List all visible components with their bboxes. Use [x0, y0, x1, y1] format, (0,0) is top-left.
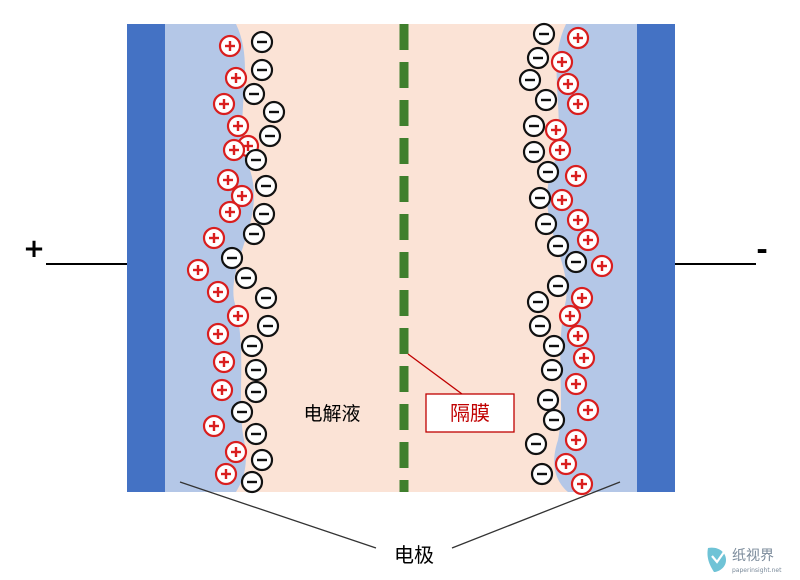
separator-callout-line [407, 353, 463, 395]
anion-ion [240, 470, 264, 494]
anion-ion [250, 58, 274, 82]
cation-ion [224, 440, 248, 464]
anion-ion [244, 380, 268, 404]
cation-ion [566, 208, 590, 232]
cation-ion [226, 114, 250, 138]
cation-ion [212, 92, 236, 116]
separator-label-box [425, 393, 515, 433]
cation-ion [202, 226, 226, 250]
cation-ion [564, 428, 588, 452]
anion-ion [244, 148, 268, 172]
cation-ion [230, 184, 254, 208]
anion-ion [254, 174, 278, 198]
watermark-brand: 纸视界 [732, 548, 774, 564]
cation-ion [216, 168, 240, 192]
cation-ion [226, 304, 250, 328]
cation-ion [548, 138, 572, 162]
cation-ion [576, 228, 600, 252]
ion-layer [186, 22, 614, 496]
cation-ion [550, 188, 574, 212]
cation-ion [222, 138, 246, 162]
anion-ion [542, 408, 566, 432]
cation-ion [570, 286, 594, 310]
anion-ion [230, 400, 254, 424]
cation-ion [576, 398, 600, 422]
cation-ion [570, 472, 594, 496]
cation-ion [224, 66, 248, 90]
electrolyte-label: 电解液 [303, 403, 360, 425]
terminal-positive: + [23, 234, 45, 264]
anion-ion [242, 222, 266, 246]
anion-ion [250, 448, 274, 472]
anion-ion [542, 334, 566, 358]
cation-ion [202, 414, 226, 438]
anion-ion [526, 290, 550, 314]
left-electrode [127, 24, 165, 492]
cation-ion [590, 254, 614, 278]
electrode-callout-right [451, 481, 621, 549]
anion-ion [244, 358, 268, 382]
anion-ion [546, 234, 570, 258]
anion-ion [546, 274, 570, 298]
anion-ion [220, 246, 244, 270]
cation-ion [212, 350, 236, 374]
cation-ion [186, 258, 210, 282]
anion-ion [536, 388, 560, 412]
cation-ion [566, 324, 590, 348]
anion-ion [250, 30, 274, 54]
anion-ion [258, 124, 282, 148]
watermark-site: paperinsight.net [732, 567, 782, 574]
cation-ion [566, 92, 590, 116]
anion-ion [252, 202, 276, 226]
anion-ion [234, 266, 258, 290]
anion-ion [540, 358, 564, 382]
anion-ion [534, 212, 558, 236]
cation-ion [206, 322, 230, 346]
anion-ion [536, 160, 560, 184]
watermark-logo-icon: 纸视界 paperinsight.net [707, 547, 782, 574]
cation-ion [564, 164, 588, 188]
right-electrode [637, 24, 675, 492]
cation-ion [210, 378, 234, 402]
anion-ion [256, 314, 280, 338]
anion-ion [530, 462, 554, 486]
anion-ion [524, 432, 548, 456]
cation-ion [214, 462, 238, 486]
electrode-label: 电极 [394, 543, 434, 567]
anion-ion [528, 186, 552, 210]
cation-ion [564, 372, 588, 396]
anion-ion [534, 88, 558, 112]
electrode-callout-left [179, 481, 377, 549]
anion-ion [522, 140, 546, 164]
terminal-negative: - [756, 233, 768, 266]
anion-ion [244, 422, 268, 446]
anion-ion [522, 114, 546, 138]
cation-ion [550, 50, 574, 74]
anion-ion [564, 250, 588, 274]
cation-ion [566, 26, 590, 50]
watermark: 纸视界 paperinsight.net [704, 542, 794, 576]
cation-ion [544, 118, 568, 142]
cation-ion [572, 346, 596, 370]
anion-ion [532, 22, 556, 46]
anion-ion [240, 334, 264, 358]
anion-ion [262, 100, 286, 124]
cation-ion [554, 452, 578, 476]
cation-ion [218, 34, 242, 58]
anion-ion [518, 68, 542, 92]
anion-ion [242, 82, 266, 106]
cation-ion [206, 280, 230, 304]
cation-ion [556, 72, 580, 96]
separator-label: 隔膜 [450, 401, 490, 425]
cation-ion [218, 200, 242, 224]
cation-ion [558, 304, 582, 328]
anion-ion [528, 314, 552, 338]
anion-ion [254, 286, 278, 310]
anion-ion [526, 46, 550, 70]
